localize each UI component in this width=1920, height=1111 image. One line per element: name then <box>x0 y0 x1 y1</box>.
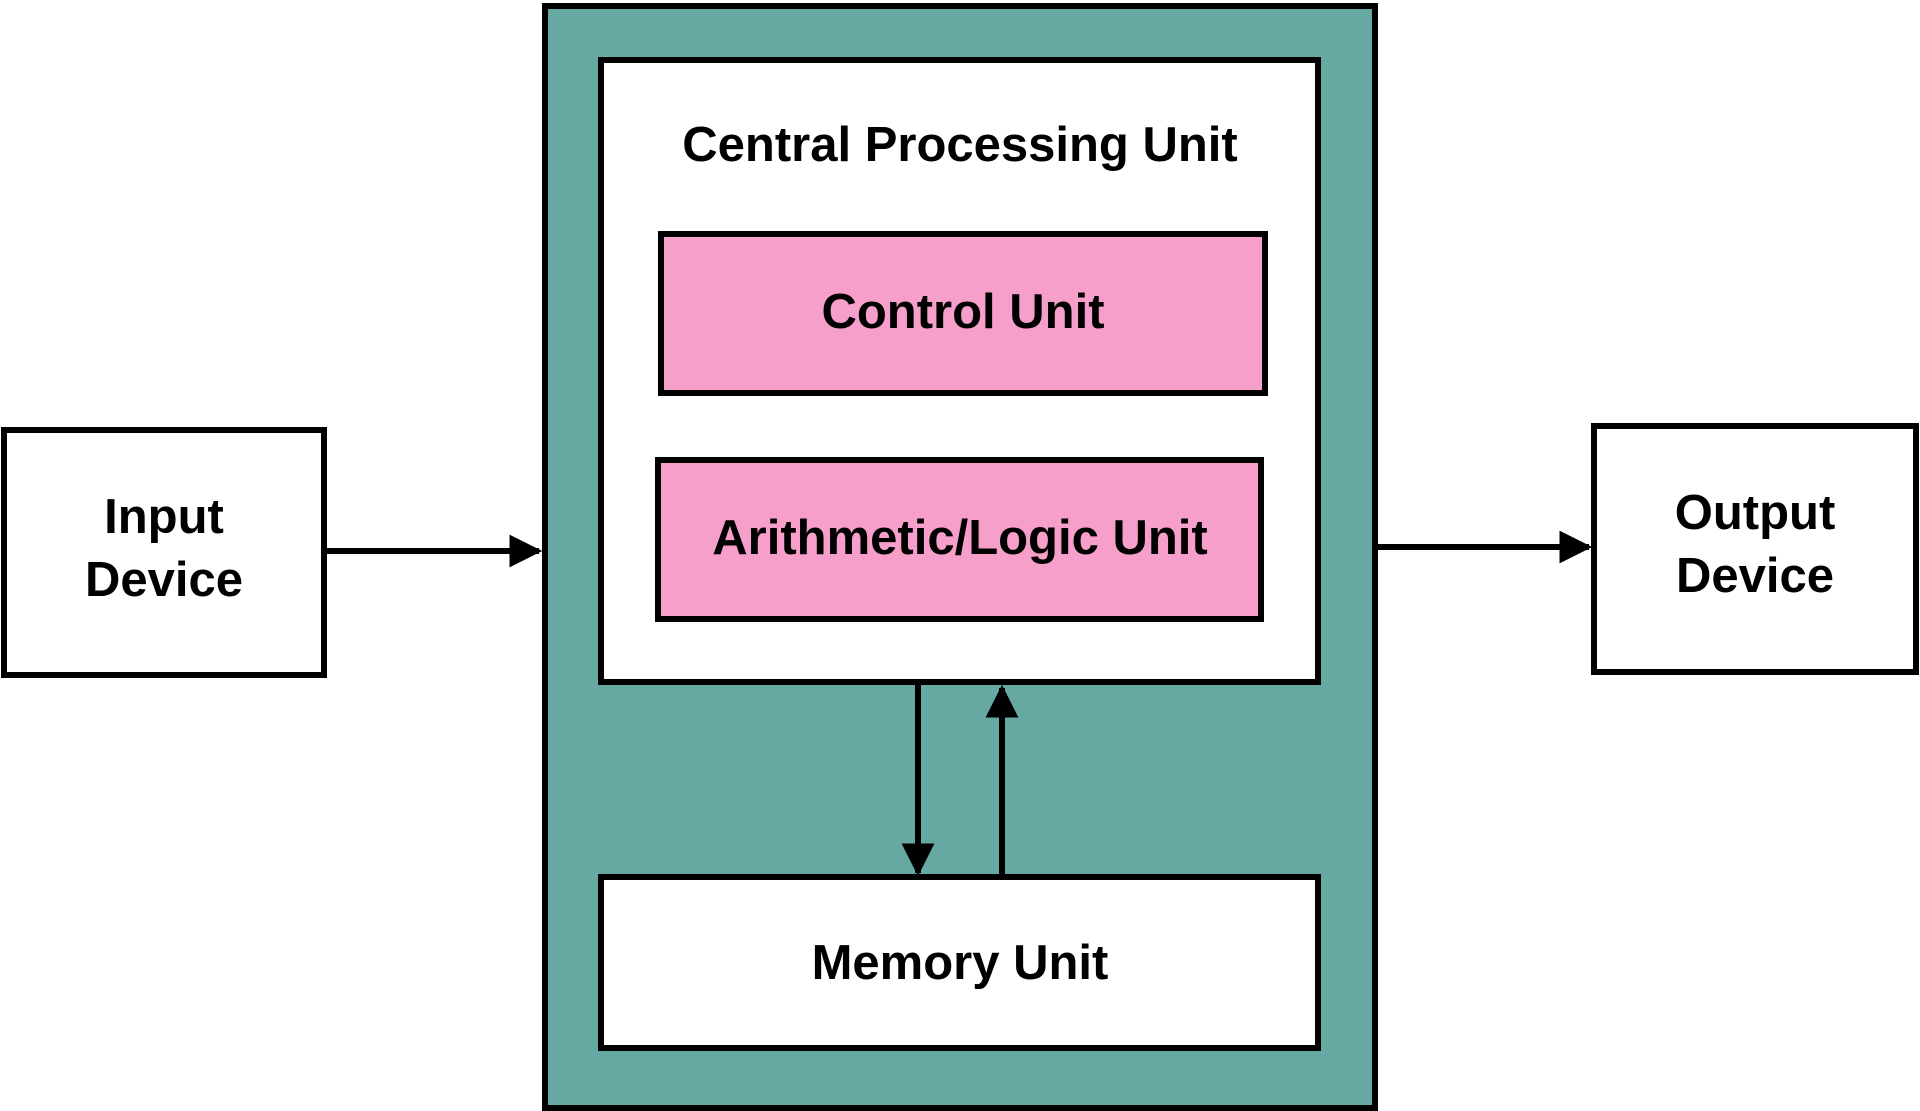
output-device-label-line1: Output <box>1675 486 1836 540</box>
control-unit-box: Control Unit <box>658 231 1268 396</box>
control-unit-label: Control Unit <box>821 285 1104 339</box>
memory-unit-label: Memory Unit <box>812 936 1109 990</box>
cpu-title: Central Processing Unit <box>682 118 1237 172</box>
memory-unit-box: Memory Unit <box>598 874 1321 1051</box>
output-device-label-line2: Device <box>1676 549 1834 603</box>
input-device-box: Input Device <box>1 427 327 678</box>
alu-label: Arithmetic/Logic Unit <box>712 511 1207 565</box>
output-device-box: Output Device <box>1591 423 1919 675</box>
input-device-label-line2: Device <box>85 553 243 607</box>
input-device-label-line1: Input <box>104 490 224 544</box>
alu-box: Arithmetic/Logic Unit <box>655 457 1264 622</box>
